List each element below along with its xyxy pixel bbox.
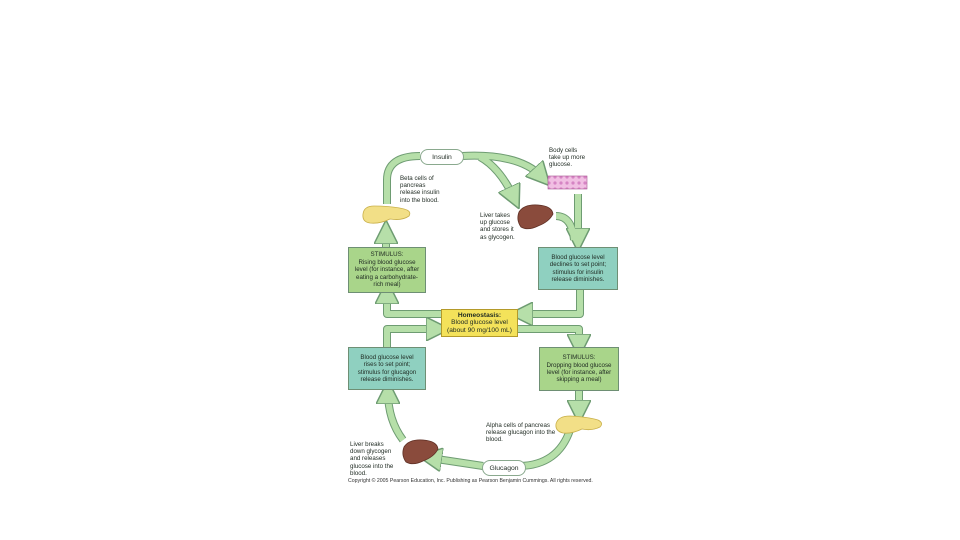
liver-bottom-icon bbox=[402, 439, 439, 465]
stimulus-dropping-box: STIMULUS: Dropping blood glucose level (… bbox=[539, 347, 619, 391]
insulin-label: Insulin bbox=[420, 149, 464, 165]
glucagon-label: Glucagon bbox=[482, 460, 526, 476]
body-cells-note: Body cells take up more glucose. bbox=[549, 147, 586, 169]
alpha-cells-note: Alpha cells of pancreas release glucagon… bbox=[486, 422, 556, 444]
body-cells-icon bbox=[547, 175, 588, 190]
glucose-rises-box: Blood glucose level rises to set point; … bbox=[348, 347, 426, 390]
glucose-declines-box: Blood glucose level declines to set poin… bbox=[538, 247, 618, 290]
beta-cells-note: Beta cells of pancreas release insulin i… bbox=[400, 175, 440, 204]
liver-takes-note: Liver takes up glucose and stores it as … bbox=[480, 212, 515, 241]
copyright-text: Copyright © 2005 Pearson Education, Inc.… bbox=[348, 478, 593, 484]
arrow-declines-to-homeostasis bbox=[521, 290, 584, 318]
liver-breaks-note: Liver breaks down glycogen and releases … bbox=[350, 441, 394, 477]
liver-top-icon bbox=[517, 204, 554, 230]
arrow-homeostasis-to-rising bbox=[383, 292, 442, 318]
stimulus-rising-box: STIMULUS: Rising blood glucose level (fo… bbox=[348, 247, 426, 293]
homeostasis-box: Homeostasis: Blood glucose level (about … bbox=[441, 309, 518, 337]
pancreas-bottom-icon bbox=[555, 415, 602, 434]
pancreas-top-icon bbox=[362, 205, 411, 224]
